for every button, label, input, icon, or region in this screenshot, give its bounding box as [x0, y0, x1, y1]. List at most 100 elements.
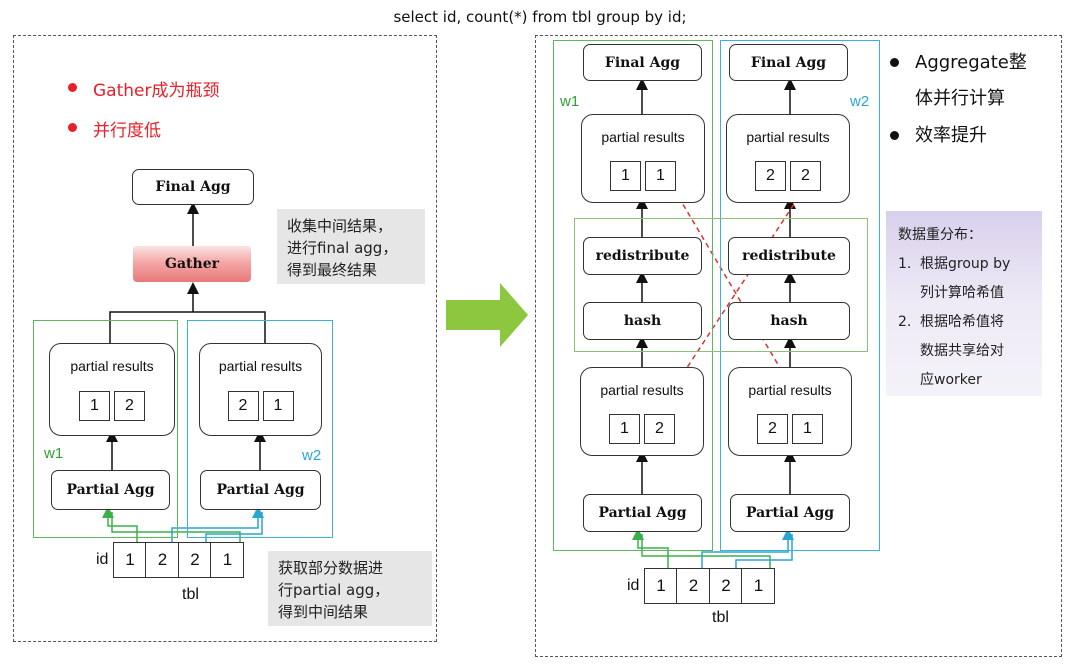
left-bullet-2: 并行度低: [68, 116, 161, 141]
right-table: id 1 2 2 1: [627, 568, 776, 604]
right-w1-hash: hash: [583, 302, 702, 340]
result-cell: 2: [644, 414, 675, 444]
left-w1-label: w1: [44, 445, 64, 462]
right-table-name: tbl: [712, 609, 729, 626]
result-cell: 1: [645, 161, 676, 191]
left-final-agg: Final Agg: [132, 169, 254, 205]
item-2-line-3: 应worker: [920, 372, 982, 388]
transition-arrow: [446, 283, 528, 347]
left-bullet-1: Gather成为瓶颈: [68, 76, 219, 101]
result-cell: 1: [609, 414, 640, 444]
right-w2-label: w2: [850, 93, 870, 110]
redistribution-item-2: 2. 根据哈希值将: [898, 308, 1030, 337]
right-panel: [535, 35, 1062, 657]
bullet-dot-icon: [890, 58, 899, 67]
r-line-tbl-to-w2-b: [735, 534, 793, 568]
table-cell: 2: [177, 542, 212, 578]
gather-node: Gather: [133, 246, 251, 282]
line-tbl-to-w2-b: [205, 512, 263, 542]
table-cell: 2: [145, 542, 180, 578]
right-w1-partial-agg: Partial Agg: [583, 494, 702, 532]
note-partial-line-1: 获取部分数据进: [278, 559, 384, 577]
item-number: 2.: [898, 314, 912, 330]
result-cell: 2: [227, 391, 259, 421]
right-bullet-1: Aggregate整 体并行计算: [890, 45, 1060, 117]
right-bullet-1-line-1: Aggregate整: [915, 52, 1027, 73]
item-2-line-1: 根据哈希值将: [920, 314, 1004, 330]
right-w2-top-results: partial results 2 2: [726, 114, 850, 203]
table-column-label: id: [96, 551, 109, 568]
right-bullet-1-text: Aggregate整 体并行计算: [915, 45, 1027, 117]
sql-query: select id, count(*) from tbl group by id…: [393, 8, 687, 26]
partial-results-label: partial results: [748, 382, 832, 398]
bullet-dot-icon: [68, 123, 77, 132]
partial-results-label: partial results: [746, 129, 830, 145]
right-w2-redistribute: redistribute: [728, 237, 850, 275]
result-cell: 1: [79, 391, 110, 421]
result-cell: 1: [262, 391, 294, 421]
table-cell: 1: [112, 542, 147, 578]
left-panel: [13, 35, 437, 642]
left-bullet-1-text: Gather成为瓶颈: [93, 81, 220, 101]
redistribution-stage-box: [574, 218, 868, 352]
right-w1-label: w1: [560, 93, 580, 110]
right-w2-hash: hash: [728, 302, 850, 340]
left-w1-partial-agg: Partial Agg: [51, 470, 170, 510]
item-number: 1.: [898, 256, 912, 272]
result-cell: 2: [757, 414, 788, 444]
right-worker-w1: [553, 40, 713, 551]
left-w2-label: w2: [302, 447, 322, 464]
right-w1-top-results: partial results 1 1: [581, 114, 705, 203]
arrow-tbl-to-w1: [102, 506, 138, 542]
redistribution-item-2-cont: 数据共享给对: [898, 337, 1030, 366]
table-cell: 1: [643, 568, 678, 604]
redistribution-item-2-cont2: 应worker: [898, 366, 1030, 395]
merge-line: [109, 311, 266, 343]
right-worker-w2: [720, 40, 880, 551]
note-final-agg: 收集中间结果， 进行final agg， 得到最终结果: [277, 209, 425, 284]
right-w1-final-agg: Final Agg: [583, 44, 702, 81]
item-1-line-2: 列计算哈希值: [920, 285, 1004, 301]
left-w1-partial-results: partial results 1 2: [49, 343, 175, 436]
table-cell: 2: [708, 568, 743, 604]
left-table-name: tbl: [182, 586, 199, 603]
left-bullet-2-text: 并行度低: [93, 121, 161, 141]
redistribution-item-1-cont: 列计算哈希值: [898, 279, 1030, 308]
item-1-line-1: 根据group by: [920, 256, 1011, 272]
note-final-line-1: 收集中间结果，: [287, 217, 393, 235]
partial-results-label: partial results: [601, 129, 685, 145]
left-worker-w1: [33, 320, 178, 538]
result-cell: 2: [790, 161, 821, 191]
right-w2-bottom-results: partial results 2 1: [728, 367, 852, 456]
bullet-dot-icon: [68, 83, 77, 92]
partial-results-label: partial results: [218, 358, 303, 374]
right-w2-final-agg: Final Agg: [729, 44, 848, 81]
r-line-tbl-to-w1-b: [641, 534, 771, 568]
note-partial-line-3: 得到中间结果: [278, 603, 369, 621]
left-table: id 1 2 2 1: [96, 542, 245, 578]
left-w2-partial-results: partial results 2 1: [199, 343, 322, 436]
right-w1-redistribute: redistribute: [583, 237, 702, 275]
note-partial-line-2: 行partial agg，: [278, 581, 390, 599]
right-w2-partial-agg: Partial Agg: [730, 494, 850, 532]
result-cell: 1: [792, 414, 823, 444]
right-bullet-2-text: 效率提升: [915, 125, 987, 146]
table-cell: 2: [676, 568, 711, 604]
right-bullet-2: 效率提升: [890, 118, 987, 154]
table-column-label: id: [627, 577, 640, 594]
redistribution-title: 数据重分布：: [898, 227, 982, 243]
result-cell: 1: [610, 161, 641, 191]
table-cell: 1: [741, 568, 776, 604]
redistribution-note: 数据重分布： 1. 根据group by 列计算哈希值 2. 根据哈希值将 数据…: [886, 211, 1042, 396]
partial-results-label: partial results: [70, 358, 154, 374]
r-arrow-tbl-to-w2: [701, 528, 794, 568]
arrow-tbl-to-w2: [171, 506, 264, 542]
left-w2-partial-agg: Partial Agg: [200, 470, 321, 510]
note-final-line-2: 进行final agg，: [287, 239, 398, 257]
right-w1-bottom-results: partial results 1 2: [580, 367, 704, 456]
bullet-dot-icon: [890, 131, 899, 140]
redistribution-item-1: 1. 根据group by: [898, 250, 1030, 279]
right-bullet-1-line-2: 体并行计算: [915, 88, 1005, 109]
item-2-line-2: 数据共享给对: [920, 343, 1004, 359]
